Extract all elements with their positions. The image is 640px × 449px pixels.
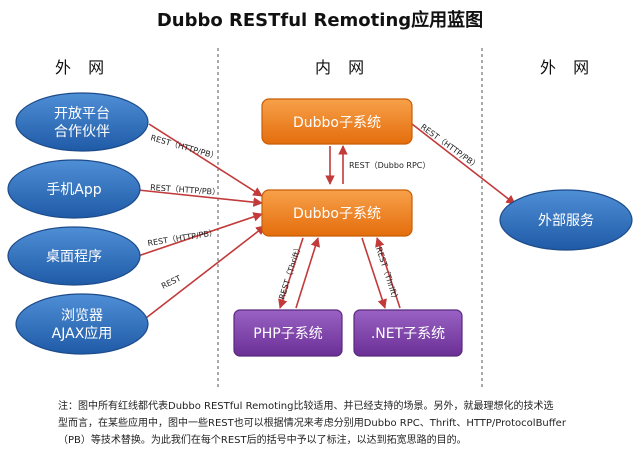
node-dubbo-top: Dubbo子系统: [261, 98, 413, 145]
node-dubbo-center-label: Dubbo子系统: [293, 206, 381, 222]
footnote-line-3: （PB）等技术替换。为此我们在每个REST后的括号中予以了标注，以达到拓宽思路的…: [58, 435, 467, 446]
node-dubbo-top-label: Dubbo子系统: [293, 115, 381, 131]
page-title: Dubbo RESTful Remoting应用蓝图: [156, 10, 484, 31]
node-desktop: 桌面程序: [7, 226, 141, 286]
node-php: PHP子系统: [233, 309, 343, 357]
node-external-service: 外部服务: [499, 189, 633, 251]
node-dotnet: .NET子系统: [353, 309, 463, 357]
node-browser-line2: AJAX应用: [52, 325, 113, 342]
edge-label-1: REST（HTTP/PB）: [149, 133, 219, 161]
edge-dotnet-to-dubbo: [375, 237, 401, 309]
node-dotnet-label: .NET子系统: [371, 326, 445, 342]
edge-dubbo-to-external: [411, 123, 516, 205]
node-mobile-app: 手机App: [7, 159, 141, 219]
zone-external-right: 外 网: [540, 58, 596, 77]
footnote-line-2: 型而言，在某些应用中，图中一些REST也可以根据情况来考虑分别用Dubbo RP…: [58, 418, 566, 429]
edge-browser-to-dubbo: [145, 225, 266, 319]
footnote-line-1: 注：图中所有红线都代表Dubbo RESTful Remoting比较适用、并已…: [58, 401, 554, 412]
node-php-label: PHP子系统: [253, 326, 322, 342]
node-browser-line1: 浏览器: [61, 308, 103, 324]
node-open-platform: 开放平台 合作伙伴: [15, 92, 149, 152]
edge-desktop-to-dubbo: [137, 212, 263, 257]
edge-dubbo-to-php: [278, 237, 304, 309]
node-browser-ajax: 浏览器 AJAX应用: [15, 293, 149, 355]
node-dubbo-center: Dubbo子系统: [261, 189, 413, 237]
edge-open-platform-to-dubbo: [148, 123, 263, 197]
zone-internal: 内 网: [315, 58, 371, 77]
edge-dubbo-to-dotnet: [361, 237, 387, 309]
edge-label-5: REST（Dubbo RPC）: [349, 161, 430, 170]
node-mobile-app-label: 手机App: [46, 182, 101, 198]
edge-php-to-dubbo: [295, 237, 320, 309]
edge-label-4: REST: [160, 274, 183, 291]
zone-external-left: 外 网: [55, 58, 111, 77]
node-open-platform-line1: 开放平台: [54, 106, 110, 122]
footnote: 注：图中所有红线都代表Dubbo RESTful Remoting比较适用、并已…: [58, 398, 598, 449]
edge-mobile-to-dubbo: [137, 189, 263, 207]
edge-label-7: REST（Thrift）: [277, 243, 303, 301]
edge-label-3: REST（HTTP/PB）: [147, 228, 218, 248]
node-desktop-label: 桌面程序: [46, 249, 102, 265]
node-open-platform-line2: 合作伙伴: [54, 124, 110, 140]
node-external-service-label: 外部服务: [538, 213, 594, 229]
edge-label-8: REST（Thrift）: [374, 246, 400, 304]
